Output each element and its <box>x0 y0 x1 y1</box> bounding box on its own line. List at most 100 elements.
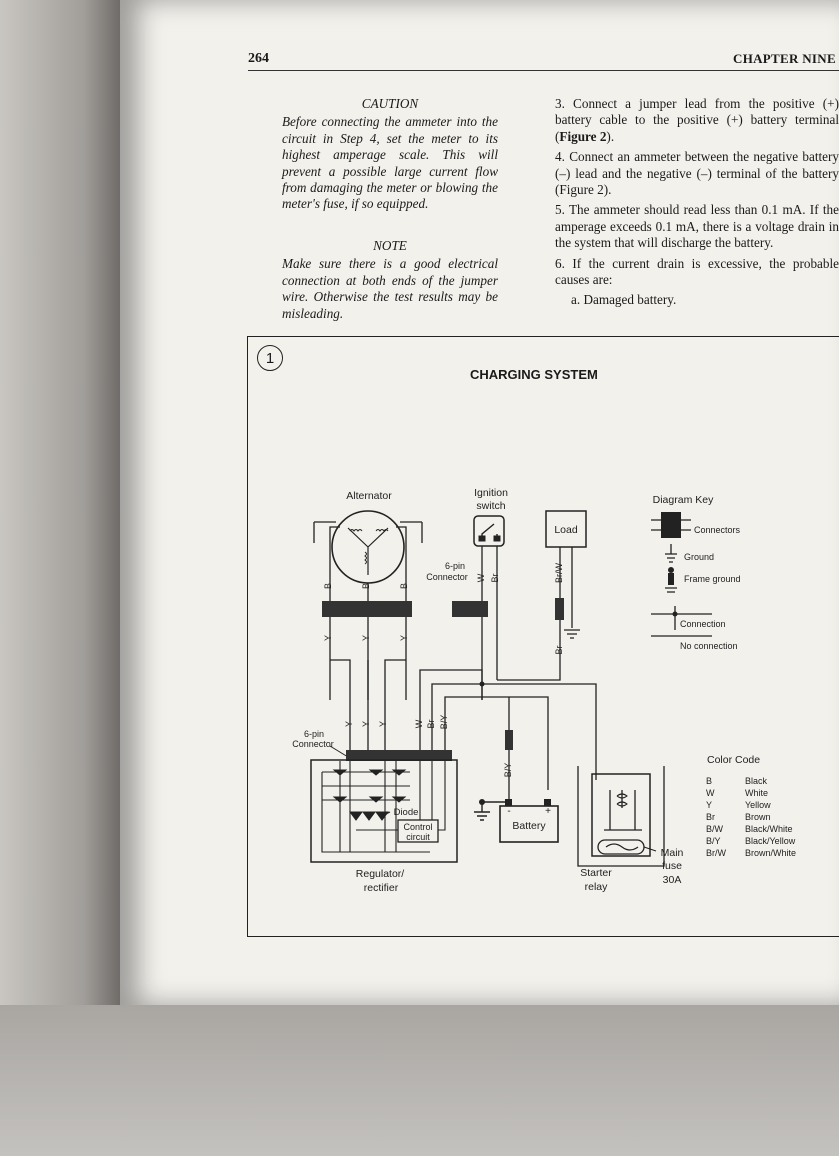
wire-label-y-6: Y <box>378 721 388 727</box>
diagram-key: Diagram Key Connectors Ground Frame grou… <box>651 494 741 651</box>
fuse-leader <box>643 846 657 852</box>
starter-relay-coil <box>616 793 628 807</box>
starter-label-1: Starter <box>580 867 612 879</box>
load-brown-wire <box>497 620 561 681</box>
alternator-connector <box>322 601 412 617</box>
wire-label-br-2: Br <box>554 645 564 654</box>
color-code-2: Y <box>706 800 712 810</box>
ignition-terminal-1 <box>478 535 486 542</box>
key-connection-dot <box>672 611 678 617</box>
rectifier-bridge-wiring <box>321 761 430 853</box>
regulator-rectifier: 6-pin Connector Diode Control circuit Re… <box>292 729 458 894</box>
regulator-label-1: Regulator/ <box>356 868 405 880</box>
diode-leader <box>381 811 391 817</box>
caution-title: CAUTION <box>361 96 419 111</box>
battery: Battery - + <box>474 799 559 843</box>
alternator: Alternator <box>313 490 423 602</box>
connector-left-leader <box>329 745 349 758</box>
color-name-5: Black/Yellow <box>745 836 796 846</box>
wire-label-y-2: Y <box>361 635 371 641</box>
ignition-connector <box>452 601 488 617</box>
control-circuit-box <box>397 819 439 843</box>
key-connection-label: Connection <box>680 619 726 629</box>
color-code-1: W <box>706 788 715 798</box>
regulator-box <box>310 759 458 863</box>
key-frame-ground-dot <box>668 567 674 573</box>
book-page <box>120 0 839 1005</box>
key-frame-ground-bar <box>668 573 674 585</box>
connector-top-label-1: 6-pin <box>445 561 465 571</box>
figure-ref: Figure 2 <box>559 128 607 144</box>
battery-box <box>499 805 559 843</box>
diode-label: Diode <box>394 807 419 818</box>
step-3-text: 3. Connect a jumper lead from the positi… <box>555 96 839 144</box>
alternator-leads <box>329 526 407 602</box>
chapter-title: CHAPTER NINE <box>733 51 836 66</box>
wire-label-w-2: W <box>414 719 424 728</box>
harness-connection-dot <box>479 681 485 687</box>
load-box <box>545 510 587 548</box>
wire-label-y-4: Y <box>344 721 354 727</box>
wire-label-w-1: W <box>476 573 486 582</box>
fuse-label-3: 30A <box>663 874 682 886</box>
caution-block: CAUTION Before connecting the ammeter in… <box>282 96 498 213</box>
color-code: Color Code B Black W White Y Yellow Br B… <box>706 754 796 858</box>
step-5: 5. The ammeter should read less than 0.1… <box>555 202 839 251</box>
steps-column: 3. Connect a jumper lead from the positi… <box>555 96 839 313</box>
alternator-label: Alternator <box>346 490 392 502</box>
battery-negative-terminal <box>505 799 512 806</box>
key-connection-symbol <box>651 606 712 630</box>
wire-label-brw: Br/W <box>554 562 564 583</box>
key-ground-symbol <box>665 544 677 563</box>
load-connector <box>555 598 564 620</box>
header-rule <box>248 70 839 71</box>
starter-relay-box <box>591 773 651 857</box>
figure-number: 1 <box>257 345 283 371</box>
fuse-label-1: Main <box>661 847 684 859</box>
color-name-3: Brown <box>745 812 771 822</box>
load: Load <box>497 510 587 681</box>
key-no-connection-label: No connection <box>680 641 738 651</box>
wire-label-br-3: Br <box>426 719 436 728</box>
starter-relay-contacts <box>604 790 642 831</box>
key-connectors-label: Connectors <box>694 525 741 535</box>
key-frame-ground-label: Frame ground <box>684 574 741 584</box>
wire-label-b-1: B <box>323 583 333 589</box>
ignition-switch: Ignition switch <box>473 487 508 700</box>
step-3: 3. Connect a jumper lead from the positi… <box>555 96 839 145</box>
wire-label-y-3: Y <box>399 635 409 641</box>
wire-label-y-1: Y <box>323 635 333 641</box>
page-bottom-shadow <box>0 1005 839 1156</box>
battery-plus: + <box>545 806 551 817</box>
connector-left-label-1: 6-pin <box>304 729 324 739</box>
note-text: Make sure there is a good electrical con… <box>282 256 498 321</box>
ignition-wires <box>481 546 498 700</box>
color-code-5: B/Y <box>706 836 721 846</box>
yellow-wires-to-regulator <box>330 659 406 750</box>
control-label-1: Control <box>403 822 432 832</box>
fuse-label-2: fuse <box>662 860 682 872</box>
starter-relay: Starter relay Main fuse 30A <box>577 766 684 893</box>
step-6: 6. If the current drain is excessive, th… <box>555 255 839 288</box>
rectifier-diodes <box>332 769 407 803</box>
battery-minus: - <box>507 806 510 817</box>
ignition-switch-box <box>473 515 505 547</box>
ignition-label-1: Ignition <box>474 487 508 499</box>
step-6a: a. Damaged battery. <box>571 292 677 308</box>
wire-label-by-2: B/Y <box>503 763 513 778</box>
color-code-title: Color Code <box>707 754 760 766</box>
alternator-stator-windings <box>347 527 389 575</box>
key-connectors-symbol <box>661 512 681 538</box>
ignition-label-2: switch <box>476 500 505 512</box>
wire-label-b-3: B <box>399 583 409 589</box>
alternator-coil-loops <box>349 529 389 565</box>
figure-title: CHARGING SYSTEM <box>470 367 598 382</box>
control-circuit-wiring <box>356 761 446 831</box>
wire-label-y-5: Y <box>361 721 371 727</box>
color-name-6: Brown/White <box>745 848 796 858</box>
load-ground <box>564 629 580 639</box>
connector-top-label-2: Connector <box>426 572 468 582</box>
color-name-2: Yellow <box>745 800 771 810</box>
battery-ground-dot <box>479 799 485 805</box>
